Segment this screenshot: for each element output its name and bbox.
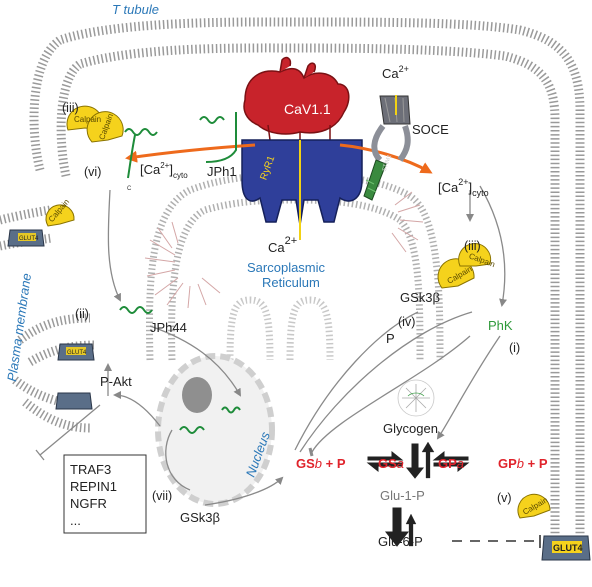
glut4-text-bottom: GLUT4 xyxy=(553,543,583,553)
marker-v: (v) xyxy=(497,491,512,505)
ca-sr-label: Ca2+ xyxy=(268,235,297,255)
jph1-label: JPh1 xyxy=(207,164,237,179)
glu6p-label: Glu-6-P xyxy=(378,534,423,549)
gsk3b-bottom-label: GSk3β xyxy=(180,510,220,525)
orange-arrow-right xyxy=(339,143,433,174)
ca-cyto-right-label: [Ca2+]cyto xyxy=(438,177,489,198)
reaction-arrows xyxy=(366,441,470,547)
gene-box-item-4: ... xyxy=(70,513,81,528)
pakt-label: P-Akt xyxy=(100,374,132,389)
cav11-channel xyxy=(243,56,350,145)
plasma-membrane-label: Plasma membrane xyxy=(4,272,34,382)
calpain-icon-iii-right xyxy=(437,243,492,289)
glu1p-label: Glu-1-P xyxy=(380,488,425,503)
pathway-arrows xyxy=(35,185,507,506)
glut4-text-top: GLUT4 xyxy=(19,236,39,242)
ryr1-channel xyxy=(241,139,363,240)
gsa-label: GSa xyxy=(378,456,404,471)
soce-complex xyxy=(363,95,411,201)
calpain-text-vi-1: Calpain xyxy=(74,115,101,124)
p-small-label: P xyxy=(386,331,395,346)
glycogen-particle xyxy=(397,379,435,417)
gpa-label: GPa xyxy=(438,456,464,471)
ca-top-label: Ca2+ xyxy=(382,64,409,81)
calpain-icon-vi xyxy=(66,105,124,143)
orange-arrow-left xyxy=(125,143,256,163)
gpb-label: GPb + P xyxy=(498,456,548,471)
t-tubule-membrane xyxy=(29,17,585,560)
phk-label: PhK xyxy=(488,318,513,333)
glut4-icon-mid xyxy=(57,343,95,361)
sr-label-line2: Reticulum xyxy=(262,275,320,290)
marker-vii: (vii) xyxy=(152,489,172,503)
marker-iii-left: (iii) xyxy=(62,101,79,115)
gene-box-item-3: NGFR xyxy=(70,496,107,511)
marker-i: (i) xyxy=(509,341,520,355)
c-small-label: C xyxy=(127,186,132,192)
marker-ii: (ii) xyxy=(75,307,89,321)
marker-iii-right: (iii) xyxy=(464,239,481,253)
nucleus xyxy=(155,353,275,507)
sr-radial-texture-right xyxy=(391,191,424,253)
sr-radial-texture-left xyxy=(144,221,221,309)
nucleus-jph-squiggle xyxy=(179,426,205,434)
gsk3b-mid-label: GSk3β xyxy=(400,290,440,305)
jph1-protein xyxy=(124,112,237,179)
jph44-protein xyxy=(119,306,153,314)
cav11-label: CaV1.1 xyxy=(284,101,331,117)
gsb-label: GSb + P xyxy=(296,456,346,471)
glut4-icon-top xyxy=(7,229,45,247)
jph44-label: JPh44 xyxy=(150,320,187,335)
gene-box-item-2: REPIN1 xyxy=(70,479,117,494)
nucleus-jph-squiggle-2 xyxy=(221,406,241,414)
gene-box xyxy=(63,454,147,534)
marker-iv: (iv) xyxy=(398,315,415,329)
glut4-icon-bottom xyxy=(541,535,591,561)
sr-label-line1: Sarcoplasmic xyxy=(247,260,326,275)
stim1-label: STIM1 xyxy=(382,153,394,172)
gene-box-item-1: TRAF3 xyxy=(70,462,111,477)
ca-cyto-left-label: [Ca2+]cyto xyxy=(140,161,188,180)
glut4-icon-low xyxy=(55,392,93,410)
calpain-icon-v xyxy=(517,493,551,519)
calpain-icon-plasma xyxy=(45,204,75,227)
glycogen-label: Glycogen xyxy=(383,421,438,436)
glut4-text-mid: GLUT4 xyxy=(67,350,87,356)
t-tubule-label: T tubule xyxy=(112,2,159,17)
soce-label: SOCE xyxy=(412,122,449,137)
marker-vi: (vi) xyxy=(84,165,101,179)
